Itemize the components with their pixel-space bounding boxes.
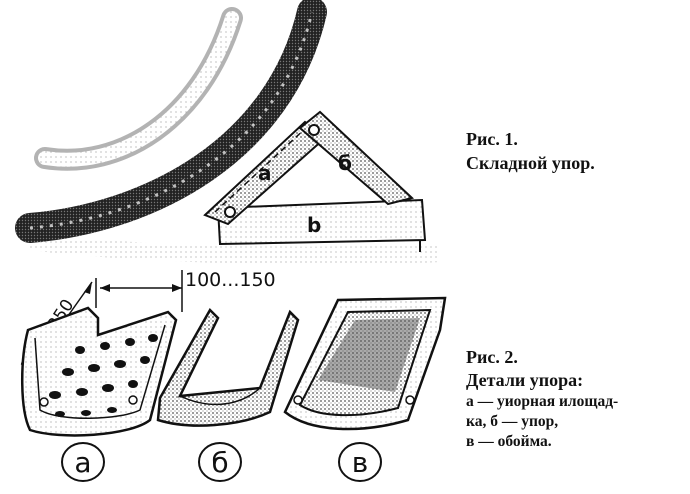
part-b-marker: б xyxy=(198,442,242,482)
part-v-marker: в xyxy=(338,442,382,482)
figure-1-number: Рис. 1. xyxy=(466,129,518,149)
part-a-platform xyxy=(20,306,178,437)
figure-2-legend-line-3: в — обойма. xyxy=(466,433,552,450)
part-b-stop xyxy=(156,307,300,427)
figure-1-title: Складной упор. xyxy=(466,153,595,173)
fig1-label-b: б xyxy=(338,151,352,175)
figure-2-caption: Рис. 2. Детали упора: а — уиорная илощад… xyxy=(466,346,686,452)
figure-1-caption: Рис. 1. Складной упор. xyxy=(466,127,595,175)
figure-2-drawing: 200...250 100...150 xyxy=(17,269,447,482)
dim-gap-label: 100...150 xyxy=(185,269,276,291)
part-b-letter: б xyxy=(211,446,228,479)
figure-2-number: Рис. 2. xyxy=(466,347,518,367)
part-a-letter: а xyxy=(74,446,91,479)
part-v-letter: в xyxy=(352,446,369,479)
front-tire xyxy=(15,0,327,243)
figure-2-legend-line-1: а — уиорная илощад- xyxy=(466,393,619,410)
part-v-holder xyxy=(283,296,447,431)
fig1-label-v: b xyxy=(307,213,321,237)
ground-shadow xyxy=(30,232,440,265)
fig1-label-a: а xyxy=(258,161,272,185)
figure-2-legend-line-2-left: ка, xyxy=(466,413,487,430)
rivet-left xyxy=(224,206,236,218)
rivet-top xyxy=(308,124,320,136)
perforation-holes xyxy=(49,334,158,417)
stop-base-plate xyxy=(216,198,427,246)
stop-arm-b xyxy=(298,110,415,206)
folding-stop: а б b xyxy=(203,110,427,252)
figure-1-drawing: а б b xyxy=(15,0,440,265)
dimension-gap: 100...150 xyxy=(100,269,276,312)
figure-2-legend-line-2: ка, б — упор, xyxy=(466,412,674,432)
figure-2-title: Детали упора: xyxy=(466,370,584,390)
figure-2-legend-line-2-right: б — упор, xyxy=(490,413,559,430)
part-a-marker: а xyxy=(61,442,105,482)
